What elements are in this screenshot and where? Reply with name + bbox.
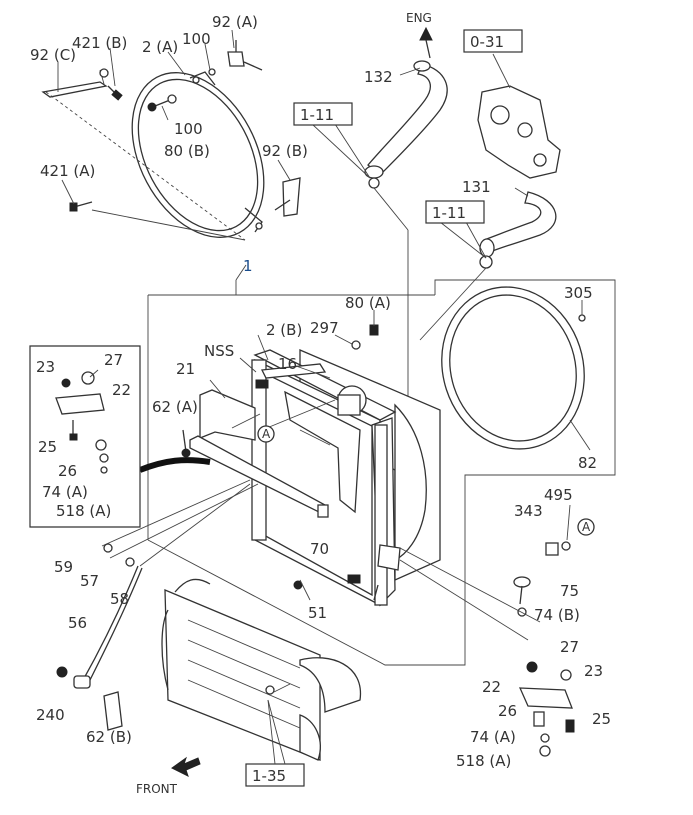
- label-92b: 92 (B): [262, 142, 308, 160]
- label-74a-a: 74 (A): [42, 483, 88, 501]
- label-23b: 23: [584, 662, 603, 680]
- label-26a: 26: [58, 462, 77, 480]
- label-100b: 100: [174, 120, 203, 138]
- label-22b: 22: [482, 678, 501, 696]
- label-92a: 92 (A): [212, 13, 258, 31]
- label-1-35: 1-35: [252, 767, 286, 785]
- washer-297: [334, 334, 361, 350]
- leaders-top-left: [45, 29, 291, 241]
- label-27a: 27: [104, 351, 123, 369]
- rail-70: [189, 435, 329, 518]
- label-343: 343: [514, 502, 543, 520]
- label-82: 82: [578, 454, 597, 472]
- label-22a: 22: [112, 381, 131, 399]
- plug-343-495: [545, 504, 571, 556]
- bracket-92c: [41, 68, 109, 98]
- label-518a-b: 518 (A): [456, 752, 511, 770]
- label-421b: 421 (B): [72, 34, 127, 52]
- label-2a: 2 (A): [142, 38, 178, 56]
- label-132: 132: [364, 68, 393, 86]
- stay-rods: [56, 479, 259, 731]
- label-1: 1: [243, 257, 253, 275]
- bracket-92b: [274, 177, 301, 217]
- label-58: 58: [110, 590, 129, 608]
- label-0-31: 0-31: [470, 33, 504, 51]
- ref-box-1-35: [245, 699, 305, 787]
- label-131: 131: [462, 178, 491, 196]
- shroud-gasket-82: [441, 286, 591, 451]
- label-1-11-b: 1-11: [432, 204, 466, 222]
- thermostat-housing: [477, 53, 561, 179]
- label-57: 57: [80, 572, 99, 590]
- part-labels: 92 (A) 421 (B) 2 (A) 100 92 (C) 100 80 (…: [30, 11, 611, 796]
- upper-hose-132: [364, 60, 448, 189]
- label-70: 70: [310, 540, 329, 558]
- bolt-51: [293, 579, 311, 601]
- ref-box-1-11-b: [425, 200, 485, 224]
- label-nss: NSS: [204, 342, 234, 360]
- air-guide-curve: [138, 457, 211, 473]
- bracket-92a: [208, 40, 263, 76]
- label-eng: ENG: [406, 11, 432, 25]
- label-26b: 26: [498, 702, 517, 720]
- label-80b: 80 (B): [164, 142, 210, 160]
- label-a2: A: [582, 520, 591, 534]
- marker-a1: [257, 425, 275, 443]
- bolt-80a: [369, 310, 379, 336]
- front-arrow-icon: [171, 756, 201, 777]
- label-21: 21: [176, 360, 195, 378]
- label-297: 297: [310, 319, 339, 337]
- label-16: 16: [278, 355, 297, 373]
- label-495: 495: [544, 486, 573, 504]
- label-100a: 100: [182, 30, 211, 48]
- bolt-62a: [181, 429, 191, 458]
- bolt-421b: [107, 85, 123, 101]
- label-25b: 25: [592, 710, 611, 728]
- label-74a-b: 74 (A): [470, 728, 516, 746]
- label-62b: 62 (B): [86, 728, 132, 746]
- label-1-11-a: 1-11: [300, 106, 334, 124]
- mount-right: [518, 661, 575, 757]
- coolant-strip-16: [260, 363, 327, 379]
- ref-box-0-31: [463, 29, 523, 53]
- label-a1: A: [262, 427, 271, 441]
- label-51: 51: [308, 604, 327, 622]
- ref-box-1-11-a: [293, 102, 353, 126]
- label-80a: 80 (A): [345, 294, 391, 312]
- leaders-main: [231, 334, 336, 431]
- label-23a: 23: [36, 358, 55, 376]
- label-421a: 421 (A): [40, 162, 95, 180]
- bolt-75-74b: [399, 547, 541, 641]
- label-62a: 62 (A): [152, 398, 198, 416]
- lower-hose-131: [479, 187, 557, 269]
- label-92c: 92 (C): [30, 46, 76, 64]
- label-75: 75: [560, 582, 579, 600]
- marker-a2: [577, 518, 595, 536]
- label-518a-a: 518 (A): [56, 502, 111, 520]
- label-59: 59: [54, 558, 73, 576]
- bolts-100-80b: [147, 94, 177, 112]
- side-stay-21: [199, 379, 256, 441]
- mount-box-left: [29, 345, 141, 528]
- eng-arrow: [419, 26, 433, 59]
- label-25a: 25: [38, 438, 57, 456]
- main-frame-lines: [147, 264, 616, 666]
- label-56: 56: [68, 614, 87, 632]
- intercooler: [161, 578, 362, 761]
- label-front: FRONT: [136, 782, 178, 796]
- radiator-core: [251, 349, 441, 607]
- label-240: 240: [36, 706, 65, 724]
- label-27b: 27: [560, 638, 579, 656]
- label-74b: 74 (B): [534, 606, 580, 624]
- fan-shroud-ring: [131, 71, 265, 238]
- label-2b: 2 (B): [266, 321, 302, 339]
- label-305: 305: [564, 284, 593, 302]
